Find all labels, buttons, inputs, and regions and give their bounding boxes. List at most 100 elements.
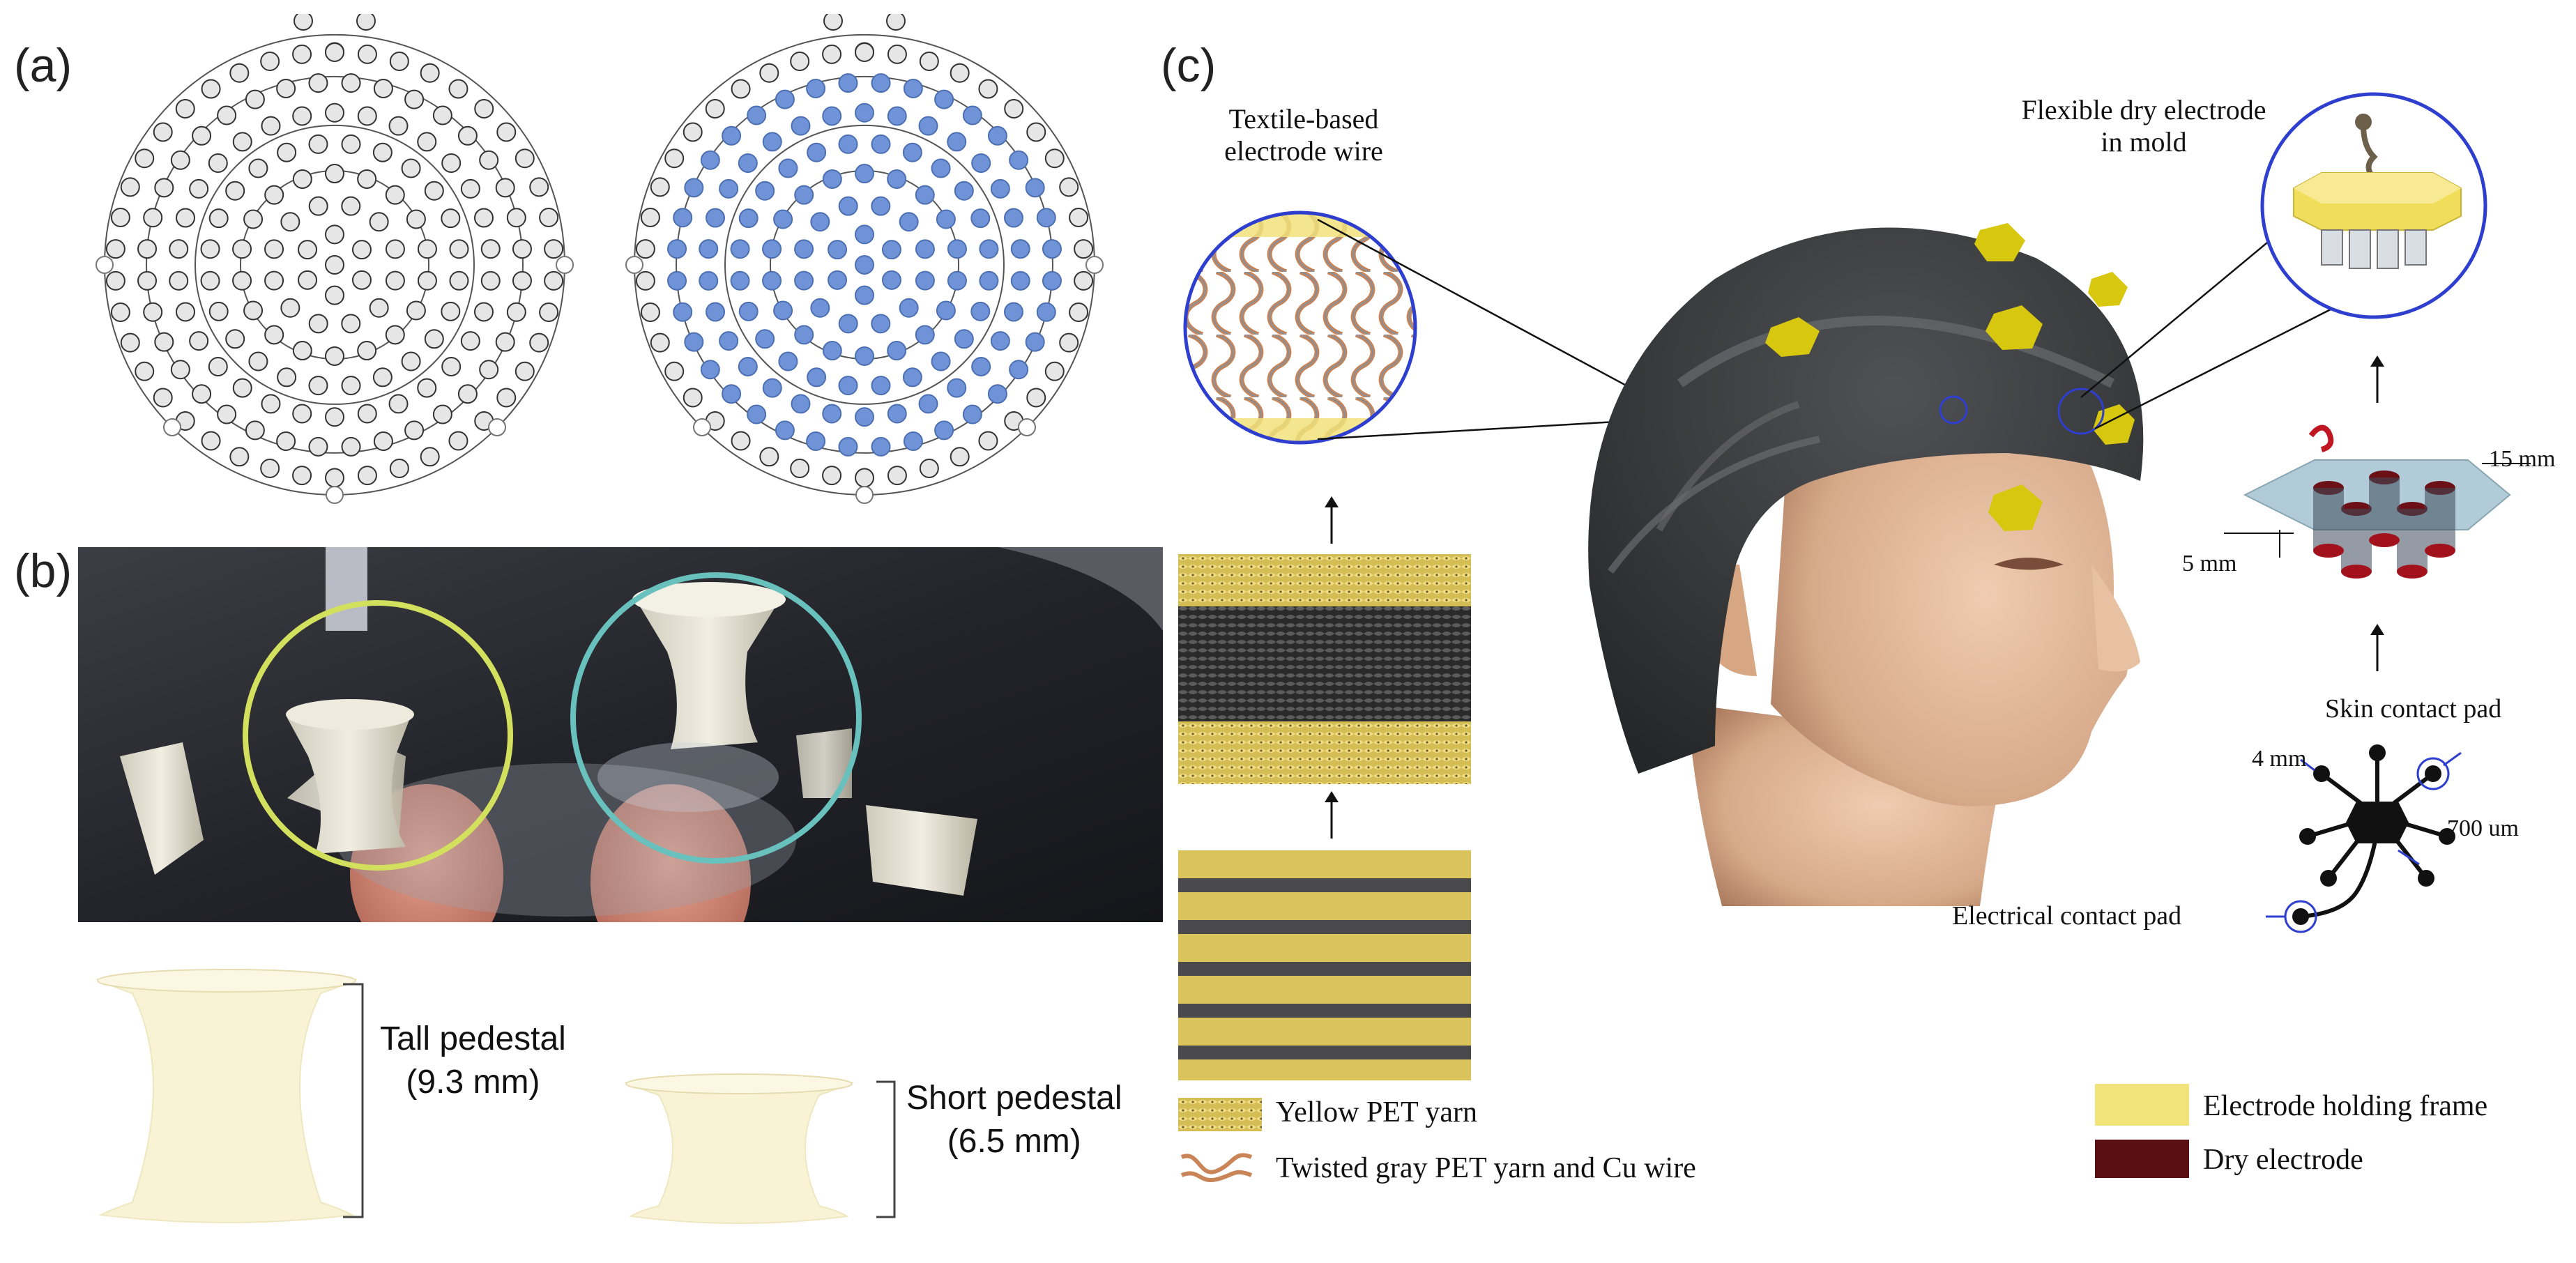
electrode-site xyxy=(110,208,130,228)
electrode-site xyxy=(135,361,155,381)
electrode-site xyxy=(902,367,922,388)
electrode-site xyxy=(887,466,907,486)
electrode-site xyxy=(1009,360,1029,380)
electrode-site xyxy=(388,394,409,414)
up-arrow xyxy=(2370,355,2384,403)
flexible-electrode-title-line1: Flexible dry electrode xyxy=(2021,94,2266,125)
electrode-site xyxy=(208,301,229,321)
electrode-site xyxy=(217,404,237,424)
electrode-site xyxy=(855,285,874,305)
electrode-focus-ring-left xyxy=(1939,395,1968,424)
electrode-site xyxy=(460,331,480,351)
montage-guide-arc xyxy=(634,34,1095,266)
short-pedestal-name: Short pedestal xyxy=(906,1080,1122,1117)
electrode-site xyxy=(404,420,425,441)
electrode-site xyxy=(308,73,328,93)
electrode-site xyxy=(855,164,874,184)
electrode-site xyxy=(529,332,549,353)
electrode-site xyxy=(341,196,361,216)
electrode-site xyxy=(902,142,922,162)
legend-label-electrode: Dry electrode xyxy=(2203,1144,2363,1176)
electrode-site xyxy=(341,436,361,457)
electrode-site xyxy=(169,239,189,259)
tall-pedestal-drawing xyxy=(95,969,358,1223)
short-pedestal-bracket xyxy=(876,1080,896,1218)
electrode-site xyxy=(855,224,874,245)
electrode-site xyxy=(954,181,974,201)
electrode-pad-layout xyxy=(2266,744,2462,933)
electrode-site xyxy=(369,298,389,318)
electrode-site xyxy=(664,361,685,381)
electrode-site xyxy=(325,102,344,123)
electrode-site xyxy=(325,285,344,305)
electrode-site xyxy=(1004,99,1024,119)
electrode-site xyxy=(855,43,874,62)
pedestal-cup xyxy=(796,728,852,798)
electrode-site xyxy=(201,79,221,99)
electrode-site xyxy=(990,331,1010,351)
electrode-site xyxy=(544,239,564,259)
electrode-site xyxy=(341,73,361,93)
electrode-site xyxy=(855,346,874,366)
electrode-site xyxy=(828,240,848,260)
electrode-site xyxy=(208,153,228,173)
electrode-site xyxy=(673,302,693,322)
woven-stripe-swatch xyxy=(1178,850,1471,1080)
electrode-site xyxy=(406,209,426,229)
pedestal-cup xyxy=(286,699,414,854)
yellow-knit-swatch-icon xyxy=(1178,1098,1262,1131)
electrode-site xyxy=(495,178,515,198)
electrode-site xyxy=(667,239,687,259)
electrode-site xyxy=(1069,302,1089,322)
electrode-site xyxy=(357,341,377,361)
electrode-site xyxy=(325,468,344,488)
electrode-site xyxy=(512,270,532,291)
electrode-site xyxy=(778,351,798,372)
short-pedestal-label: Short pedestal (6.5 mm) xyxy=(906,1077,1122,1164)
electrode-site xyxy=(759,447,779,467)
electrode-site xyxy=(357,466,377,486)
electrode-site xyxy=(719,331,739,351)
electrode-site xyxy=(373,79,393,99)
dimension-5mm: 5 mm xyxy=(2182,551,2237,576)
electrode-site xyxy=(899,212,919,232)
electrode-site xyxy=(823,14,843,31)
short-pedestal-size: (6.5 mm) xyxy=(947,1123,1081,1161)
electrode-site xyxy=(971,153,991,173)
electrode-site xyxy=(915,270,935,291)
electrode-site xyxy=(664,148,685,169)
electrode-site xyxy=(738,357,758,377)
electrode-site xyxy=(947,132,967,152)
electrode-site xyxy=(1059,332,1079,353)
electrode-site xyxy=(918,394,938,414)
electrode-site xyxy=(460,178,480,199)
panel-label-a: (a) xyxy=(14,39,73,92)
electrode-site xyxy=(699,270,719,291)
electrode-site xyxy=(650,177,670,197)
electrode-site xyxy=(264,270,284,291)
electrode-site xyxy=(722,125,742,146)
electrode-site xyxy=(389,52,409,72)
electrode-site xyxy=(773,300,793,321)
electrode-site xyxy=(987,384,1007,404)
electrode-site xyxy=(229,63,250,83)
electrode-site xyxy=(225,329,245,349)
electrode-site xyxy=(887,44,907,64)
electrode-site xyxy=(979,239,999,259)
electrode-site xyxy=(838,314,858,334)
electrode-site xyxy=(934,89,954,109)
electrode-site xyxy=(700,360,720,380)
dimension-15mm: 15 mm xyxy=(2489,446,2556,472)
electrode-site xyxy=(225,181,245,201)
up-arrow xyxy=(2370,624,2384,671)
electrode-site xyxy=(373,431,393,451)
electrode-site xyxy=(738,153,758,173)
electrode-site xyxy=(200,270,220,291)
electrode-site xyxy=(822,466,842,486)
tall-pedestal-name: Tall pedestal xyxy=(380,1020,566,1057)
electrode-site xyxy=(1010,270,1030,291)
electrode-site xyxy=(1010,239,1030,259)
electrode-site xyxy=(1074,270,1094,291)
dimension-700um: 700 um xyxy=(2447,816,2519,841)
electrode-site xyxy=(135,148,155,169)
